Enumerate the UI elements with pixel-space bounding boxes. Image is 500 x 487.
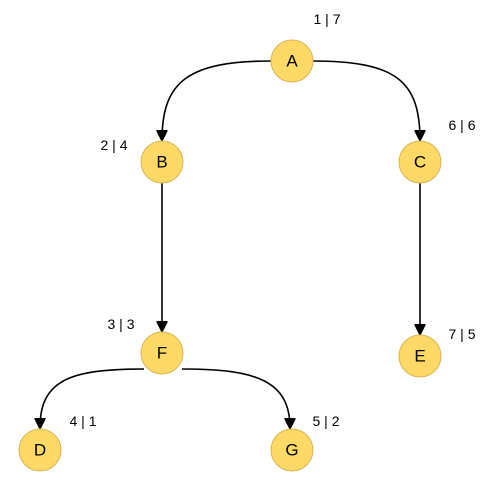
node-e[interactable]: E xyxy=(398,334,442,378)
order-label-e: 7 | 5 xyxy=(449,326,476,342)
node-label: E xyxy=(414,347,425,366)
node-label: C xyxy=(414,153,426,172)
node-label: G xyxy=(285,441,298,460)
edge-a-c xyxy=(311,60,420,140)
order-label-d: 4 | 1 xyxy=(70,413,97,429)
order-label-f: 3 | 3 xyxy=(108,316,135,332)
edge-f-d xyxy=(40,368,145,428)
order-label-c: 6 | 6 xyxy=(449,117,476,133)
order-label-b: 2 | 4 xyxy=(101,137,128,153)
node-b[interactable]: B xyxy=(140,140,184,184)
node-label: F xyxy=(157,344,167,363)
node-d[interactable]: D xyxy=(18,428,62,472)
order-label-a: 1 | 7 xyxy=(314,11,341,27)
node-g[interactable]: G xyxy=(270,428,314,472)
node-f[interactable]: F xyxy=(140,331,184,375)
node-a[interactable]: A xyxy=(270,39,314,83)
edge-f-g xyxy=(181,368,290,428)
order-label-g: 5 | 2 xyxy=(313,413,340,429)
edge-a-b xyxy=(162,60,273,140)
node-c[interactable]: C xyxy=(398,140,442,184)
node-label: B xyxy=(156,153,167,172)
edges xyxy=(40,60,420,428)
node-label: D xyxy=(34,441,46,460)
node-label: A xyxy=(286,52,298,71)
